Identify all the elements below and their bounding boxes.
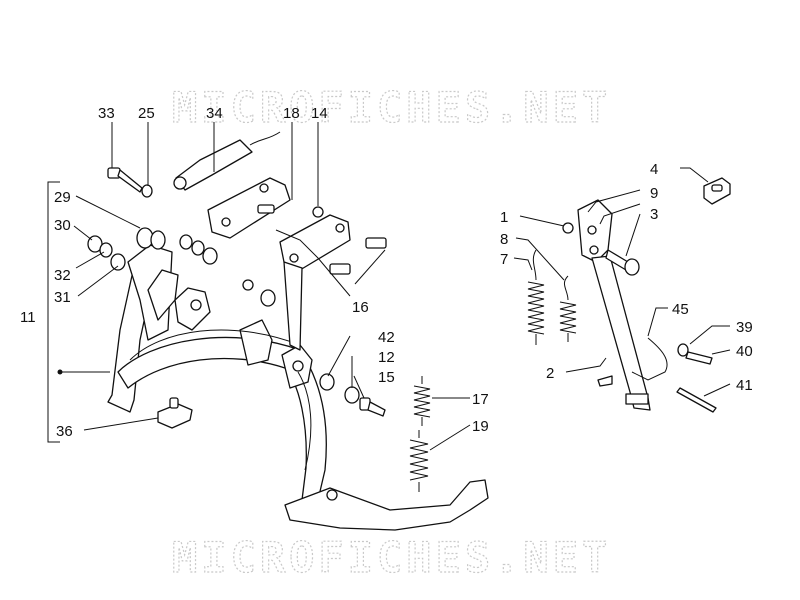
spacer-part-12 [344,386,360,404]
spring-part-8 [559,275,577,342]
bolt-part-16b [329,263,351,275]
callout-32: 32 [54,267,71,284]
callout-34: 34 [206,105,223,122]
stop-part-36 [157,397,193,429]
callout-33: 33 [98,105,115,122]
watermark-top: MICROFICHES.NET [172,83,611,132]
spring-part-17 [413,376,431,426]
watermark-bottom: MICROFICHES.NET [172,533,611,582]
callout-17: 17 [472,391,489,408]
callout-14: 14 [311,105,328,122]
callout-29: 29 [54,189,71,206]
callout-31: 31 [54,289,71,306]
callout-4: 4 [650,161,658,178]
spring-part-7 [527,249,545,345]
callout-18: 18 [283,105,300,122]
callout-2: 2 [546,365,554,382]
callout-19: 19 [472,418,489,435]
callout-7: 7 [500,251,508,268]
ring-part-32 [99,242,113,258]
clip-part-4 [703,177,731,205]
callout-labels: 33 25 34 18 14 29 30 32 31 11 16 42 12 1… [20,105,753,440]
callout-15: 15 [378,369,395,386]
washer-part-25 [141,184,153,198]
callout-25: 25 [138,105,155,122]
stand-reference-dot [57,369,63,375]
callout-11: 11 [20,309,36,326]
callout-42: 42 [378,329,395,346]
callout-16: 16 [352,299,369,316]
bolt-part-40 [677,343,713,365]
leader-lines [47,122,731,451]
washer-part-1 [562,222,574,234]
side-stand-drawing [577,199,668,411]
nut-part-42 [319,373,335,391]
callout-39: 39 [736,319,753,336]
bush-part-b [260,289,276,307]
callout-8: 8 [500,231,508,248]
bracket-part-18 [207,177,291,239]
callout-40: 40 [736,343,753,360]
bush-part-31 [110,253,126,271]
nut-part-14 [312,206,324,218]
bushing-part-29 [136,227,166,250]
callout-36: 36 [56,423,73,440]
spring-part-19 [409,430,429,492]
bolt-part-15 [359,397,386,417]
nut-part-a [242,279,254,291]
callout-3: 3 [650,206,658,223]
callout-41: 41 [736,377,753,394]
callout-12: 12 [378,349,395,366]
bolt-part-3 [605,249,640,276]
bolt-part-16a [365,237,387,249]
callout-30: 30 [54,217,71,234]
pin-part-41 [676,387,717,413]
bolt-part-33 [107,167,143,193]
washer-set-right [179,234,218,265]
center-stand-drawing [107,244,489,531]
bracket-part-16 [279,214,351,351]
callout-45: 45 [672,301,689,318]
callout-9: 9 [650,185,658,202]
callout-1: 1 [500,209,508,226]
